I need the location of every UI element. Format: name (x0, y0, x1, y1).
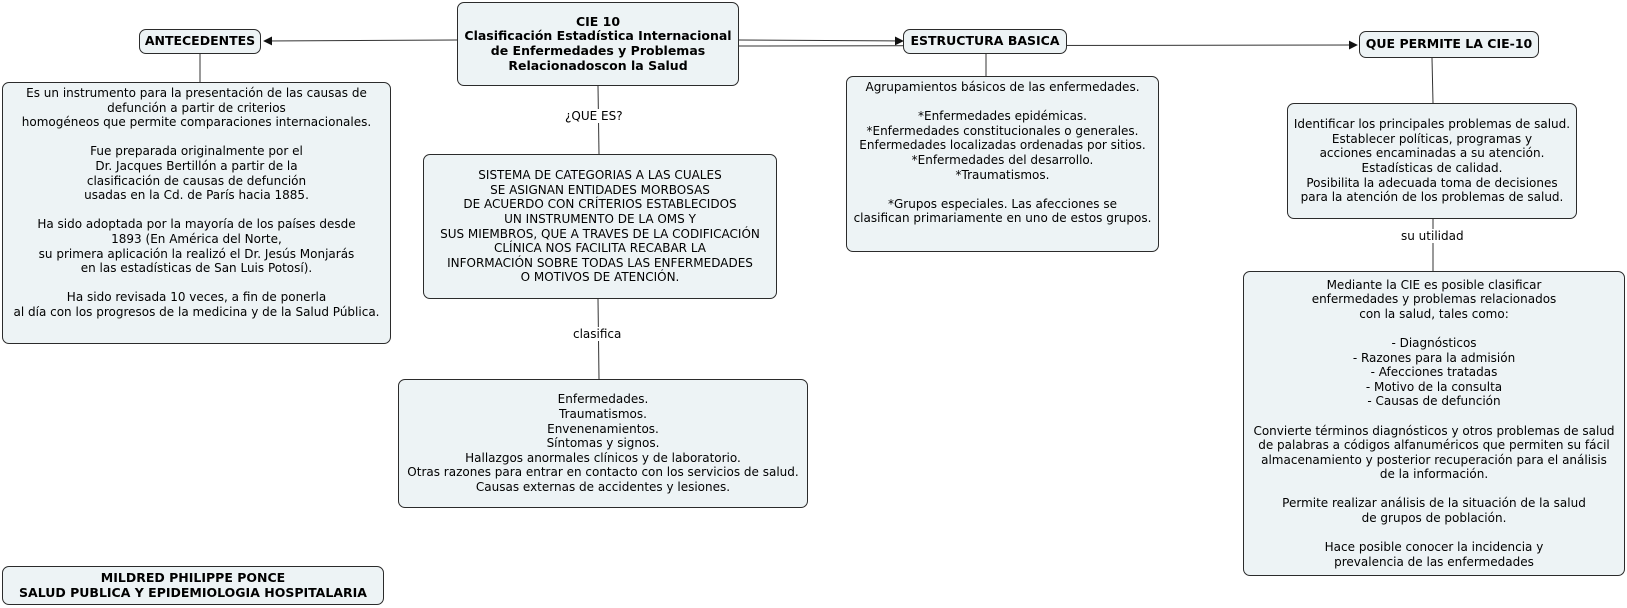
node-estructura-basica[interactable]: ESTRUCTURA BASICA (903, 29, 1067, 54)
arrow-cie-to-estructura (737, 36, 904, 46)
node-mediante[interactable]: Mediante la CIE es posible clasificar en… (1243, 271, 1625, 576)
node-que-permite[interactable]: QUE PERMITE LA CIE-10 (1359, 31, 1539, 58)
link-label-que-es: ¿QUE ES? (562, 109, 626, 123)
node-antecedentes[interactable]: ANTECEDENTES (139, 29, 261, 54)
arrow-cie-to-antecedentes (263, 36, 458, 46)
node-autor[interactable]: MILDRED PHILIPPE PONCE SALUD PUBLICA Y E… (2, 566, 384, 605)
node-identificar[interactable]: Identificar los principales problemas de… (1287, 103, 1577, 219)
line-que-permite-to-identificar (1431, 57, 1434, 104)
node-agrupamientos[interactable]: Agrupamientos básicos de las enfermedade… (846, 76, 1159, 252)
node-antecedentes-desc[interactable]: Es un instrumento para la presentación d… (2, 82, 391, 344)
node-sistema-categorias[interactable]: SISTEMA DE CATEGORIAS A LAS CUALES SE AS… (423, 154, 777, 299)
link-label-clasifica: clasifica (570, 327, 625, 341)
link-label-su-utilidad: su utilidad (1398, 229, 1467, 243)
node-clasifica-list[interactable]: Enfermedades. Traumatismos. Envenenamien… (398, 379, 808, 508)
node-cie10[interactable]: CIE 10 Clasificación Estadística Interna… (457, 2, 739, 86)
